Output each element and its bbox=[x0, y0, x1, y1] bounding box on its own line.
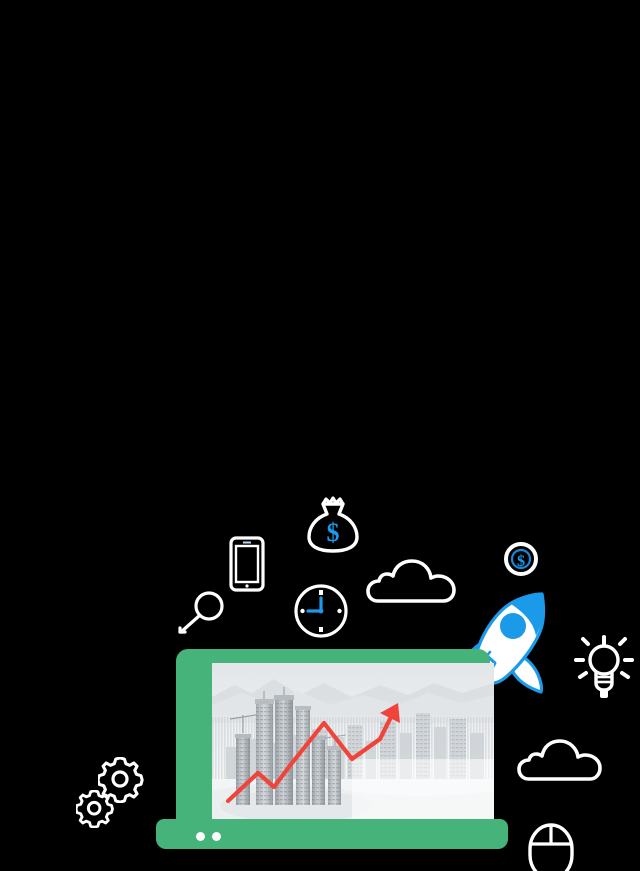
laptop: City skyline with rising growth arrow bbox=[156, 649, 516, 853]
computer-mouse-icon: Mouse bbox=[527, 823, 575, 871]
smartphone-icon: Mobile bbox=[229, 536, 265, 592]
coin-dollar-icon: Money $ bbox=[504, 542, 538, 576]
laptop-screen bbox=[212, 663, 494, 821]
laptop-indicator-dot bbox=[212, 832, 221, 841]
money-bag-icon: Funding $ bbox=[303, 496, 363, 556]
laptop-base bbox=[156, 819, 508, 849]
laptop-screen-label: City skyline with rising growth arrow bbox=[156, 649, 157, 650]
cloud-icon: Cloud bbox=[517, 738, 607, 784]
magnifier-icon: Search / research bbox=[176, 589, 230, 637]
city-skyline-photo bbox=[212, 663, 494, 821]
scene-title: Business growth illustration bbox=[0, 0, 1, 1]
laptop-lid bbox=[176, 649, 494, 825]
gear-icon: Settings / process bbox=[98, 757, 144, 803]
clock-icon: Time bbox=[293, 583, 349, 639]
cloud-icon: Cloud bbox=[366, 557, 462, 607]
money-bag-symbol: $ bbox=[327, 518, 340, 547]
laptop-indicator-dot bbox=[196, 832, 205, 841]
lightbulb-icon: Idea bbox=[573, 633, 635, 703]
coin-symbol: $ bbox=[517, 553, 525, 570]
gear-icon: Settings / process bbox=[76, 790, 114, 828]
growth-arrow bbox=[225, 703, 400, 804]
